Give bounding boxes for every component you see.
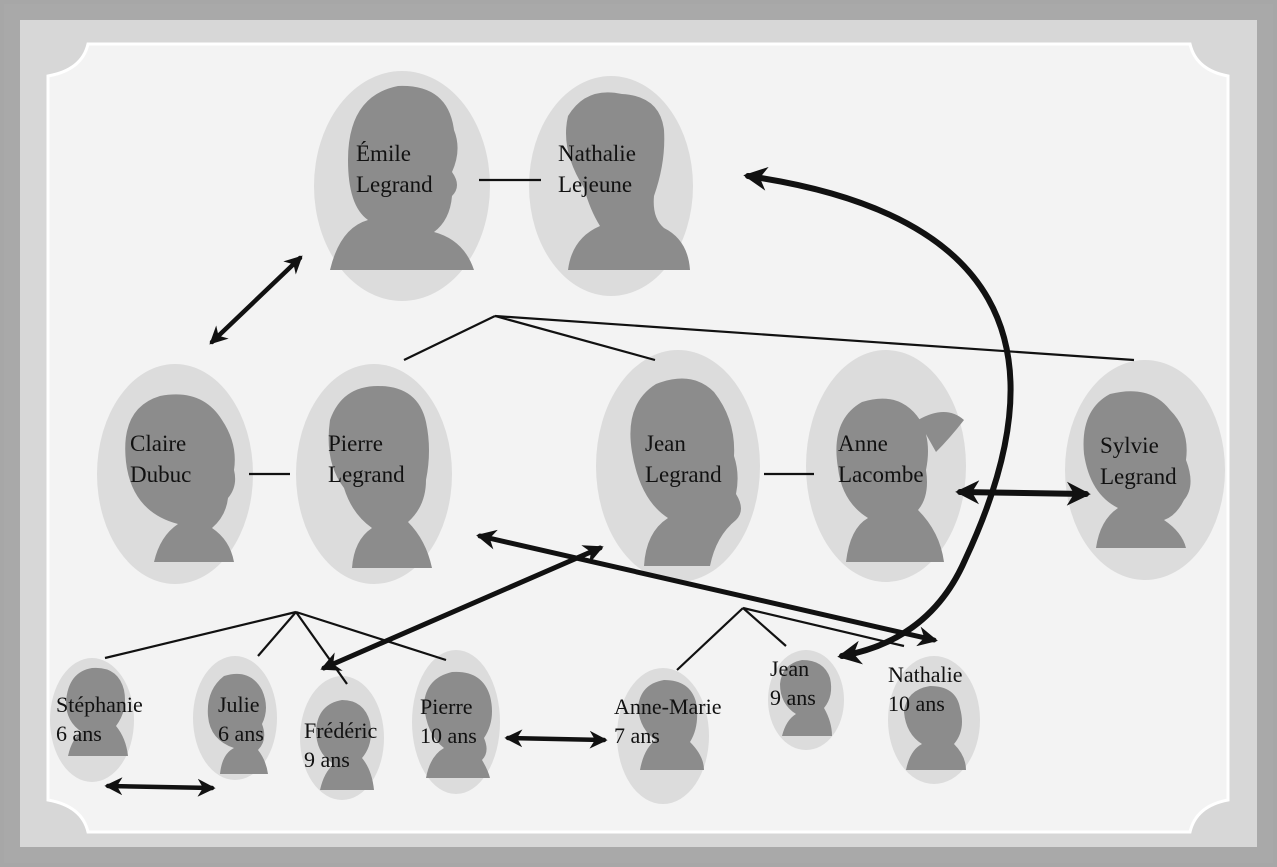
last-name: Legrand <box>356 172 433 197</box>
silhouette-julie <box>207 673 268 774</box>
silhouette-emile <box>330 85 474 271</box>
age: 9 ans <box>304 747 350 772</box>
label-pierre: Pierre Legrand <box>328 428 405 490</box>
label-jean-jr: Jean 9 ans <box>770 654 816 712</box>
first-name: Jean <box>770 656 810 681</box>
last-name: Lejeune <box>558 172 633 197</box>
first-name: Julie <box>218 692 260 717</box>
label-claire: Claire Dubuc <box>130 428 191 490</box>
age: 6 ans <box>56 721 102 746</box>
first-name: Jean <box>645 431 686 456</box>
silhouette-sylvie <box>1083 391 1191 548</box>
label-annemarie: Anne-Marie 7 ans <box>614 692 722 750</box>
child-line-jean <box>494 314 656 362</box>
label-sylvie: Sylvie Legrand <box>1100 430 1177 492</box>
silhouette-frederic <box>316 700 374 790</box>
silhouette-jean-jr <box>780 660 832 736</box>
label-emile: Émile Legrand <box>356 138 433 200</box>
arrow-jean-frederic <box>320 545 604 671</box>
child-line-stephanie <box>104 610 297 660</box>
first-name: Sylvie <box>1100 433 1159 458</box>
silhouette-anne <box>836 398 964 562</box>
label-stephanie: Stéphanie 6 ans <box>56 690 143 748</box>
last-name: Legrand <box>1100 464 1177 489</box>
arrow-pierre-jr-annemarie <box>504 729 608 749</box>
first-name: Nathalie <box>558 141 636 166</box>
label-jean: Jean Legrand <box>645 428 722 490</box>
relation-arrows <box>104 166 1091 797</box>
silhouette-pierre <box>328 386 432 568</box>
arrow-claire-emile <box>209 255 303 345</box>
label-pierre-jr: Pierre 10 ans <box>420 692 477 750</box>
silhouette-nathalie <box>566 92 690 270</box>
label-julie: Julie 6 ans <box>218 690 264 748</box>
silhouette-jean <box>630 378 741 566</box>
first-name: Pierre <box>328 431 383 456</box>
last-name: Legrand <box>328 462 405 487</box>
child-line-julie <box>257 611 297 657</box>
first-name: Nathalie <box>888 662 963 687</box>
first-name: Anne-Marie <box>614 694 722 719</box>
label-frederic: Frédéric 9 ans <box>304 716 377 774</box>
age: 10 ans <box>420 723 477 748</box>
first-name: Pierre <box>420 694 473 719</box>
first-name: Anne <box>838 431 888 456</box>
age: 10 ans <box>888 691 945 716</box>
last-name: Lacombe <box>838 462 924 487</box>
age: 7 ans <box>614 723 660 748</box>
silhouette-pierre-jr <box>424 671 492 778</box>
label-anne: Anne Lacombe <box>838 428 924 490</box>
first-name: Frédéric <box>304 718 378 743</box>
silhouette-claire <box>125 394 236 562</box>
last-name: Dubuc <box>130 462 192 487</box>
arrow-stephanie-julie <box>104 777 216 797</box>
silhouette-stephanie <box>66 667 128 756</box>
child-line-pierre <box>403 315 496 361</box>
label-nathalie-jr: Nathalie 10 ans <box>888 660 963 718</box>
age: 9 ans <box>770 685 816 710</box>
arrow-anne-sylvie <box>955 480 1091 506</box>
age: 6 ans <box>218 721 264 746</box>
silhouette-annemarie <box>638 680 704 770</box>
first-name: Claire <box>130 431 187 456</box>
first-name: Émile <box>356 141 411 166</box>
silhouettes <box>66 85 1191 790</box>
first-name: Stéphanie <box>56 692 143 717</box>
last-name: Legrand <box>645 462 722 487</box>
silhouette-nathalie-jr <box>904 686 966 770</box>
label-nathalie: Nathalie Lejeune <box>558 138 636 200</box>
